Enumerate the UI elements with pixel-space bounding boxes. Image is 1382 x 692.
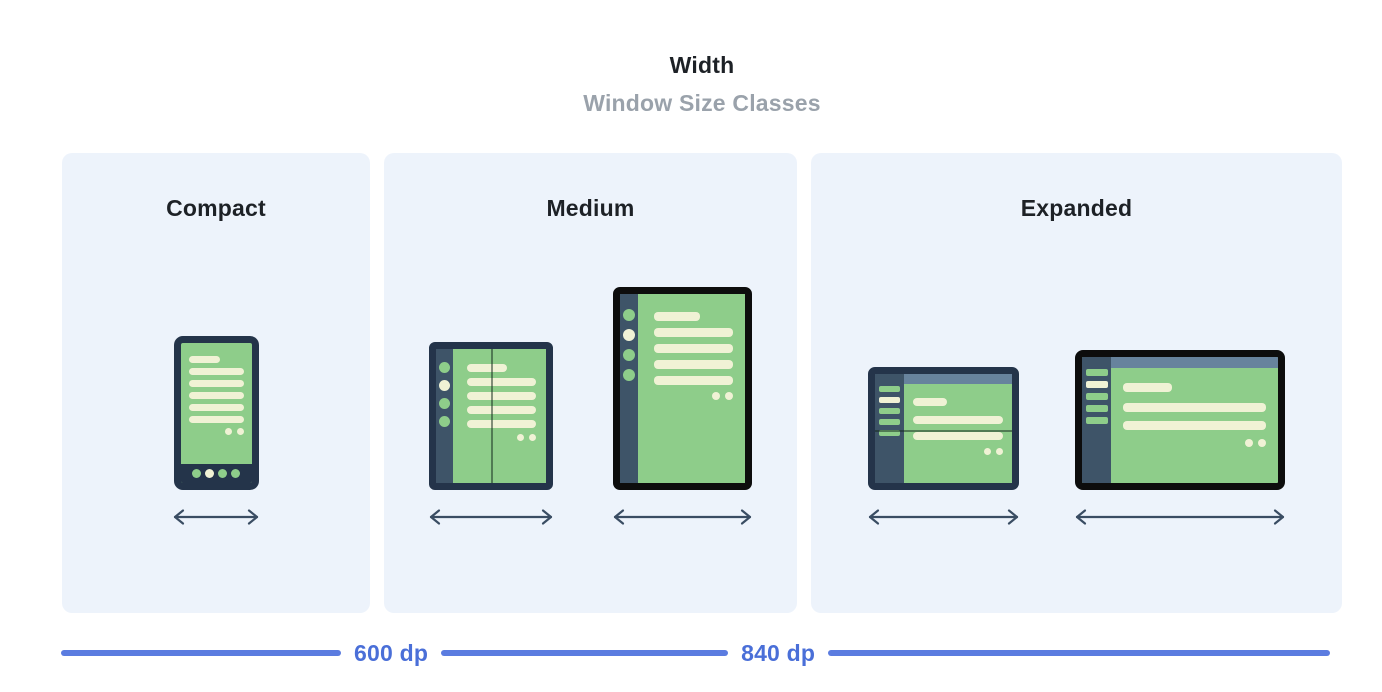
diagram-title: Width <box>669 52 735 78</box>
screen-main <box>904 374 1012 483</box>
content-dots <box>913 448 1003 455</box>
diagram-header: Width Window Size Classes <box>62 50 1342 118</box>
content-dots <box>467 434 536 441</box>
navbar-dot <box>218 469 227 478</box>
panel-expanded-devices <box>811 350 1342 526</box>
rail-bar <box>1085 369 1108 376</box>
phone-illustration <box>173 336 259 490</box>
rail-bar <box>879 408 900 414</box>
rail-dot <box>439 380 450 391</box>
rail-bar <box>879 397 900 403</box>
rail-bar <box>879 386 900 392</box>
rail-dot <box>439 362 450 373</box>
tablet-portrait-device-group <box>611 287 754 526</box>
tablet-landscape-illustration <box>1075 350 1285 490</box>
panel-compact-devices <box>62 336 370 526</box>
panel-compact: Compact <box>62 153 370 613</box>
content-line <box>188 368 244 375</box>
content-line <box>913 398 948 406</box>
app-top-bar <box>904 374 1012 384</box>
content-dots <box>1123 439 1266 447</box>
panel-expanded: Expanded <box>811 153 1342 613</box>
screen-content <box>904 384 1012 455</box>
content-line <box>654 376 733 385</box>
foldable-landscape-device-group <box>866 367 1021 526</box>
width-arrow-icon <box>613 509 752 525</box>
content-line <box>467 364 508 372</box>
foldable-portrait-device-group <box>427 342 555 526</box>
width-arrow-icon <box>1075 509 1285 525</box>
size-class-panels: Compact <box>62 153 1342 613</box>
screen-content <box>453 349 546 483</box>
content-line <box>1123 403 1266 412</box>
axis-line-segment <box>441 650 729 656</box>
content-dots <box>189 428 244 435</box>
rail-bar <box>879 419 900 425</box>
content-line <box>1123 421 1266 430</box>
navbar-dot <box>231 469 240 478</box>
rail-dot <box>623 349 635 361</box>
nav-rail <box>875 374 904 483</box>
fold-crease <box>491 349 493 483</box>
panel-medium-title: Medium <box>546 195 635 221</box>
content-line <box>188 356 221 363</box>
panel-compact-title: Compact <box>166 195 266 221</box>
foldable-portrait-illustration <box>429 342 553 490</box>
content-line <box>467 406 536 414</box>
width-arrow-icon <box>429 509 553 525</box>
axis-line-segment <box>828 650 1330 656</box>
foldable-landscape-illustration <box>868 367 1019 490</box>
panel-expanded-title: Expanded <box>1020 195 1133 221</box>
screen-main <box>1111 357 1278 483</box>
content-line <box>467 420 536 428</box>
content-line <box>654 312 700 321</box>
tablet-portrait-illustration <box>613 287 752 490</box>
breakpoint-600dp: 600 dp <box>354 639 429 666</box>
tablet-landscape-device-group <box>1073 350 1287 526</box>
content-line <box>913 416 1003 424</box>
nav-rail <box>1082 357 1111 483</box>
content-dots <box>654 392 733 400</box>
panel-medium: Medium <box>384 153 797 613</box>
rail-bar <box>1085 393 1108 400</box>
panel-medium-devices <box>384 287 797 526</box>
nav-rail <box>436 349 453 483</box>
width-arrow-icon <box>868 509 1019 525</box>
content-line <box>188 392 244 399</box>
rail-bar <box>1085 417 1108 424</box>
phone-navbar <box>180 464 252 483</box>
app-top-bar <box>1111 357 1278 368</box>
breakpoint-axis: 600 dp 840 dp <box>61 640 1330 666</box>
content-line <box>654 328 733 337</box>
rail-dot <box>439 416 450 427</box>
fold-crease <box>875 430 1012 432</box>
screen-content <box>638 294 745 483</box>
navbar-dot <box>192 469 201 478</box>
navbar-dot <box>205 469 214 478</box>
content-line <box>654 360 733 369</box>
rail-dot <box>439 398 450 409</box>
rail-bar <box>1085 381 1108 388</box>
phone-screen <box>181 343 252 464</box>
content-line <box>188 404 244 411</box>
rail-dot <box>623 369 635 381</box>
rail-dot <box>623 329 635 341</box>
phone-device-group <box>171 336 261 526</box>
content-line <box>188 416 244 423</box>
content-line <box>1123 383 1172 392</box>
content-line <box>467 378 536 386</box>
rail-bar <box>1085 405 1108 412</box>
content-line <box>467 392 536 400</box>
content-line <box>654 344 733 353</box>
content-line <box>188 380 244 387</box>
nav-rail <box>620 294 638 483</box>
axis-line-segment <box>61 650 341 656</box>
width-arrow-icon <box>173 509 259 525</box>
diagram-subtitle: Window Size Classes <box>583 90 821 116</box>
screen-content <box>1111 368 1278 447</box>
rail-dot <box>623 309 635 321</box>
content-line <box>913 432 1003 440</box>
breakpoint-840dp: 840 dp <box>741 639 816 666</box>
rail-bar <box>879 430 900 436</box>
